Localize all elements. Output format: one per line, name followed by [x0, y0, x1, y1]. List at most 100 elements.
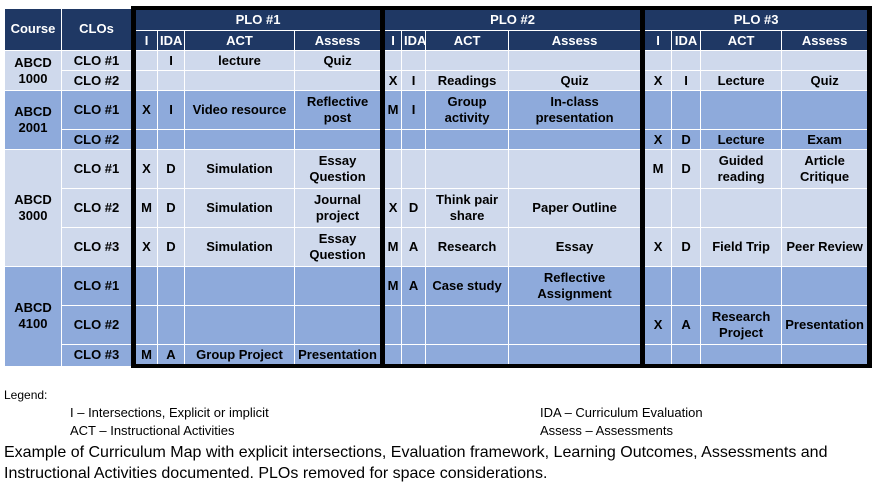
cell-plo1-act: Simulation	[184, 149, 295, 189]
cell-plo3-ida: D	[671, 149, 702, 189]
course-name: ABCD 3000	[4, 149, 62, 267]
cell-plo3-act: Field Trip	[700, 227, 783, 267]
cell-plo3-i: X	[642, 129, 673, 150]
cell-plo3-ida: I	[671, 70, 702, 91]
cell-plo1-ida: D	[157, 149, 185, 189]
cell-plo2-ida: A	[401, 266, 427, 306]
cell-plo3-ida	[671, 50, 702, 71]
cell-plo3-act: Lecture	[700, 70, 783, 91]
cell-plo1-act	[184, 70, 295, 91]
cell-plo2-ida: I	[401, 90, 427, 130]
cell-plo3-assess	[781, 188, 873, 228]
cell-plo3-ida: A	[671, 305, 702, 345]
cell-plo3-act	[700, 266, 783, 306]
subheader-plo3-ida: IDA	[671, 30, 702, 51]
subheader-plo3-assess: Assess	[781, 30, 873, 51]
cell-plo2-assess: Essay	[508, 227, 646, 267]
cell-plo3-i	[642, 188, 673, 228]
cell-plo2-act	[425, 129, 510, 150]
cell-plo3-i: X	[642, 70, 673, 91]
clo-label: CLO #1	[61, 50, 136, 71]
cell-plo2-assess	[508, 129, 646, 150]
cell-plo1-assess	[293, 305, 386, 345]
cell-plo3-ida	[671, 188, 702, 228]
cell-plo2-i	[382, 149, 403, 189]
cell-plo2-ida	[401, 344, 427, 368]
cell-plo1-assess	[293, 129, 386, 150]
cell-plo2-ida	[401, 129, 427, 150]
cell-plo2-act	[425, 50, 510, 71]
cell-plo2-act	[425, 149, 510, 189]
cell-plo1-i: M	[133, 344, 158, 368]
cell-plo2-i: X	[382, 70, 403, 91]
cell-plo2-i	[382, 344, 403, 368]
subheader-plo1-i: I	[133, 30, 158, 51]
clo-label: CLO #3	[61, 344, 136, 367]
cell-plo1-assess: Reflective post	[293, 90, 386, 130]
cell-plo1-act: Group Project	[184, 344, 295, 368]
clo-label: CLO #1	[61, 266, 136, 306]
legend-item-act: ACT – Instructional Activities	[70, 423, 235, 438]
cell-plo2-act	[425, 344, 510, 368]
subheader-plo3-act: ACT	[700, 30, 783, 51]
cell-plo1-act	[184, 129, 295, 150]
subheader-plo2-act: ACT	[425, 30, 510, 51]
cell-plo3-assess: Exam	[781, 129, 873, 150]
cell-plo3-ida	[671, 344, 702, 368]
cell-plo3-i	[642, 266, 673, 306]
legend-item-i: I – Intersections, Explicit or implicit	[70, 405, 269, 420]
cell-plo3-ida: D	[671, 227, 702, 267]
subheader-plo1-act: ACT	[184, 30, 295, 51]
cell-plo3-act	[700, 344, 783, 368]
legend-item-assess: Assess – Assessments	[540, 423, 673, 438]
cell-plo3-i	[642, 344, 673, 368]
cell-plo1-assess: Essay Question	[293, 227, 386, 267]
cell-plo3-assess	[781, 266, 873, 306]
course-name: ABCD 2001	[4, 90, 62, 150]
subheader-plo3-i: I	[642, 30, 673, 51]
cell-plo3-assess: Quiz	[781, 70, 873, 91]
cell-plo3-ida	[671, 90, 702, 130]
legend-title: Legend:	[4, 388, 48, 402]
cell-plo2-i: M	[382, 266, 403, 306]
cell-plo1-i: X	[133, 90, 158, 130]
cell-plo1-ida: I	[157, 50, 185, 71]
cell-plo3-assess: Article Critique	[781, 149, 873, 189]
cell-plo3-i: X	[642, 227, 673, 267]
figure-caption: Example of Curriculum Map with explicit …	[4, 444, 828, 482]
cell-plo2-act	[425, 305, 510, 345]
plo-3-header: PLO #3	[642, 6, 873, 31]
cell-plo1-assess: Quiz	[293, 50, 386, 71]
cell-plo2-i	[382, 129, 403, 150]
cell-plo3-i: X	[642, 305, 673, 345]
cell-plo1-i	[133, 305, 158, 345]
cell-plo1-ida	[157, 305, 185, 345]
cell-plo2-assess	[508, 149, 646, 189]
cell-plo2-i	[382, 50, 403, 71]
cell-plo3-act: Research Project	[700, 305, 783, 345]
course-name: ABCD 1000	[4, 50, 62, 91]
cell-plo1-act	[184, 305, 295, 345]
cell-plo1-ida: I	[157, 90, 185, 130]
cell-plo2-assess	[508, 305, 646, 345]
subheader-plo2-ida: IDA	[401, 30, 427, 51]
clos-header: CLOs	[61, 7, 136, 51]
cell-plo1-act: Simulation	[184, 188, 295, 228]
cell-plo3-assess	[781, 344, 873, 368]
cell-plo1-act: Simulation	[184, 227, 295, 267]
clo-label: CLO #1	[61, 149, 136, 189]
cell-plo3-act	[700, 50, 783, 71]
cell-plo1-i	[133, 50, 158, 71]
cell-plo2-i: X	[382, 188, 403, 228]
cell-plo2-act: Case study	[425, 266, 510, 306]
cell-plo1-assess	[293, 266, 386, 306]
cell-plo2-ida: A	[401, 227, 427, 267]
subheader-plo1-ida: IDA	[157, 30, 185, 51]
cell-plo2-act: Group activity	[425, 90, 510, 130]
subheader-plo2-assess: Assess	[508, 30, 646, 51]
cell-plo3-i: M	[642, 149, 673, 189]
cell-plo1-ida	[157, 266, 185, 306]
clo-label: CLO #2	[61, 70, 136, 91]
